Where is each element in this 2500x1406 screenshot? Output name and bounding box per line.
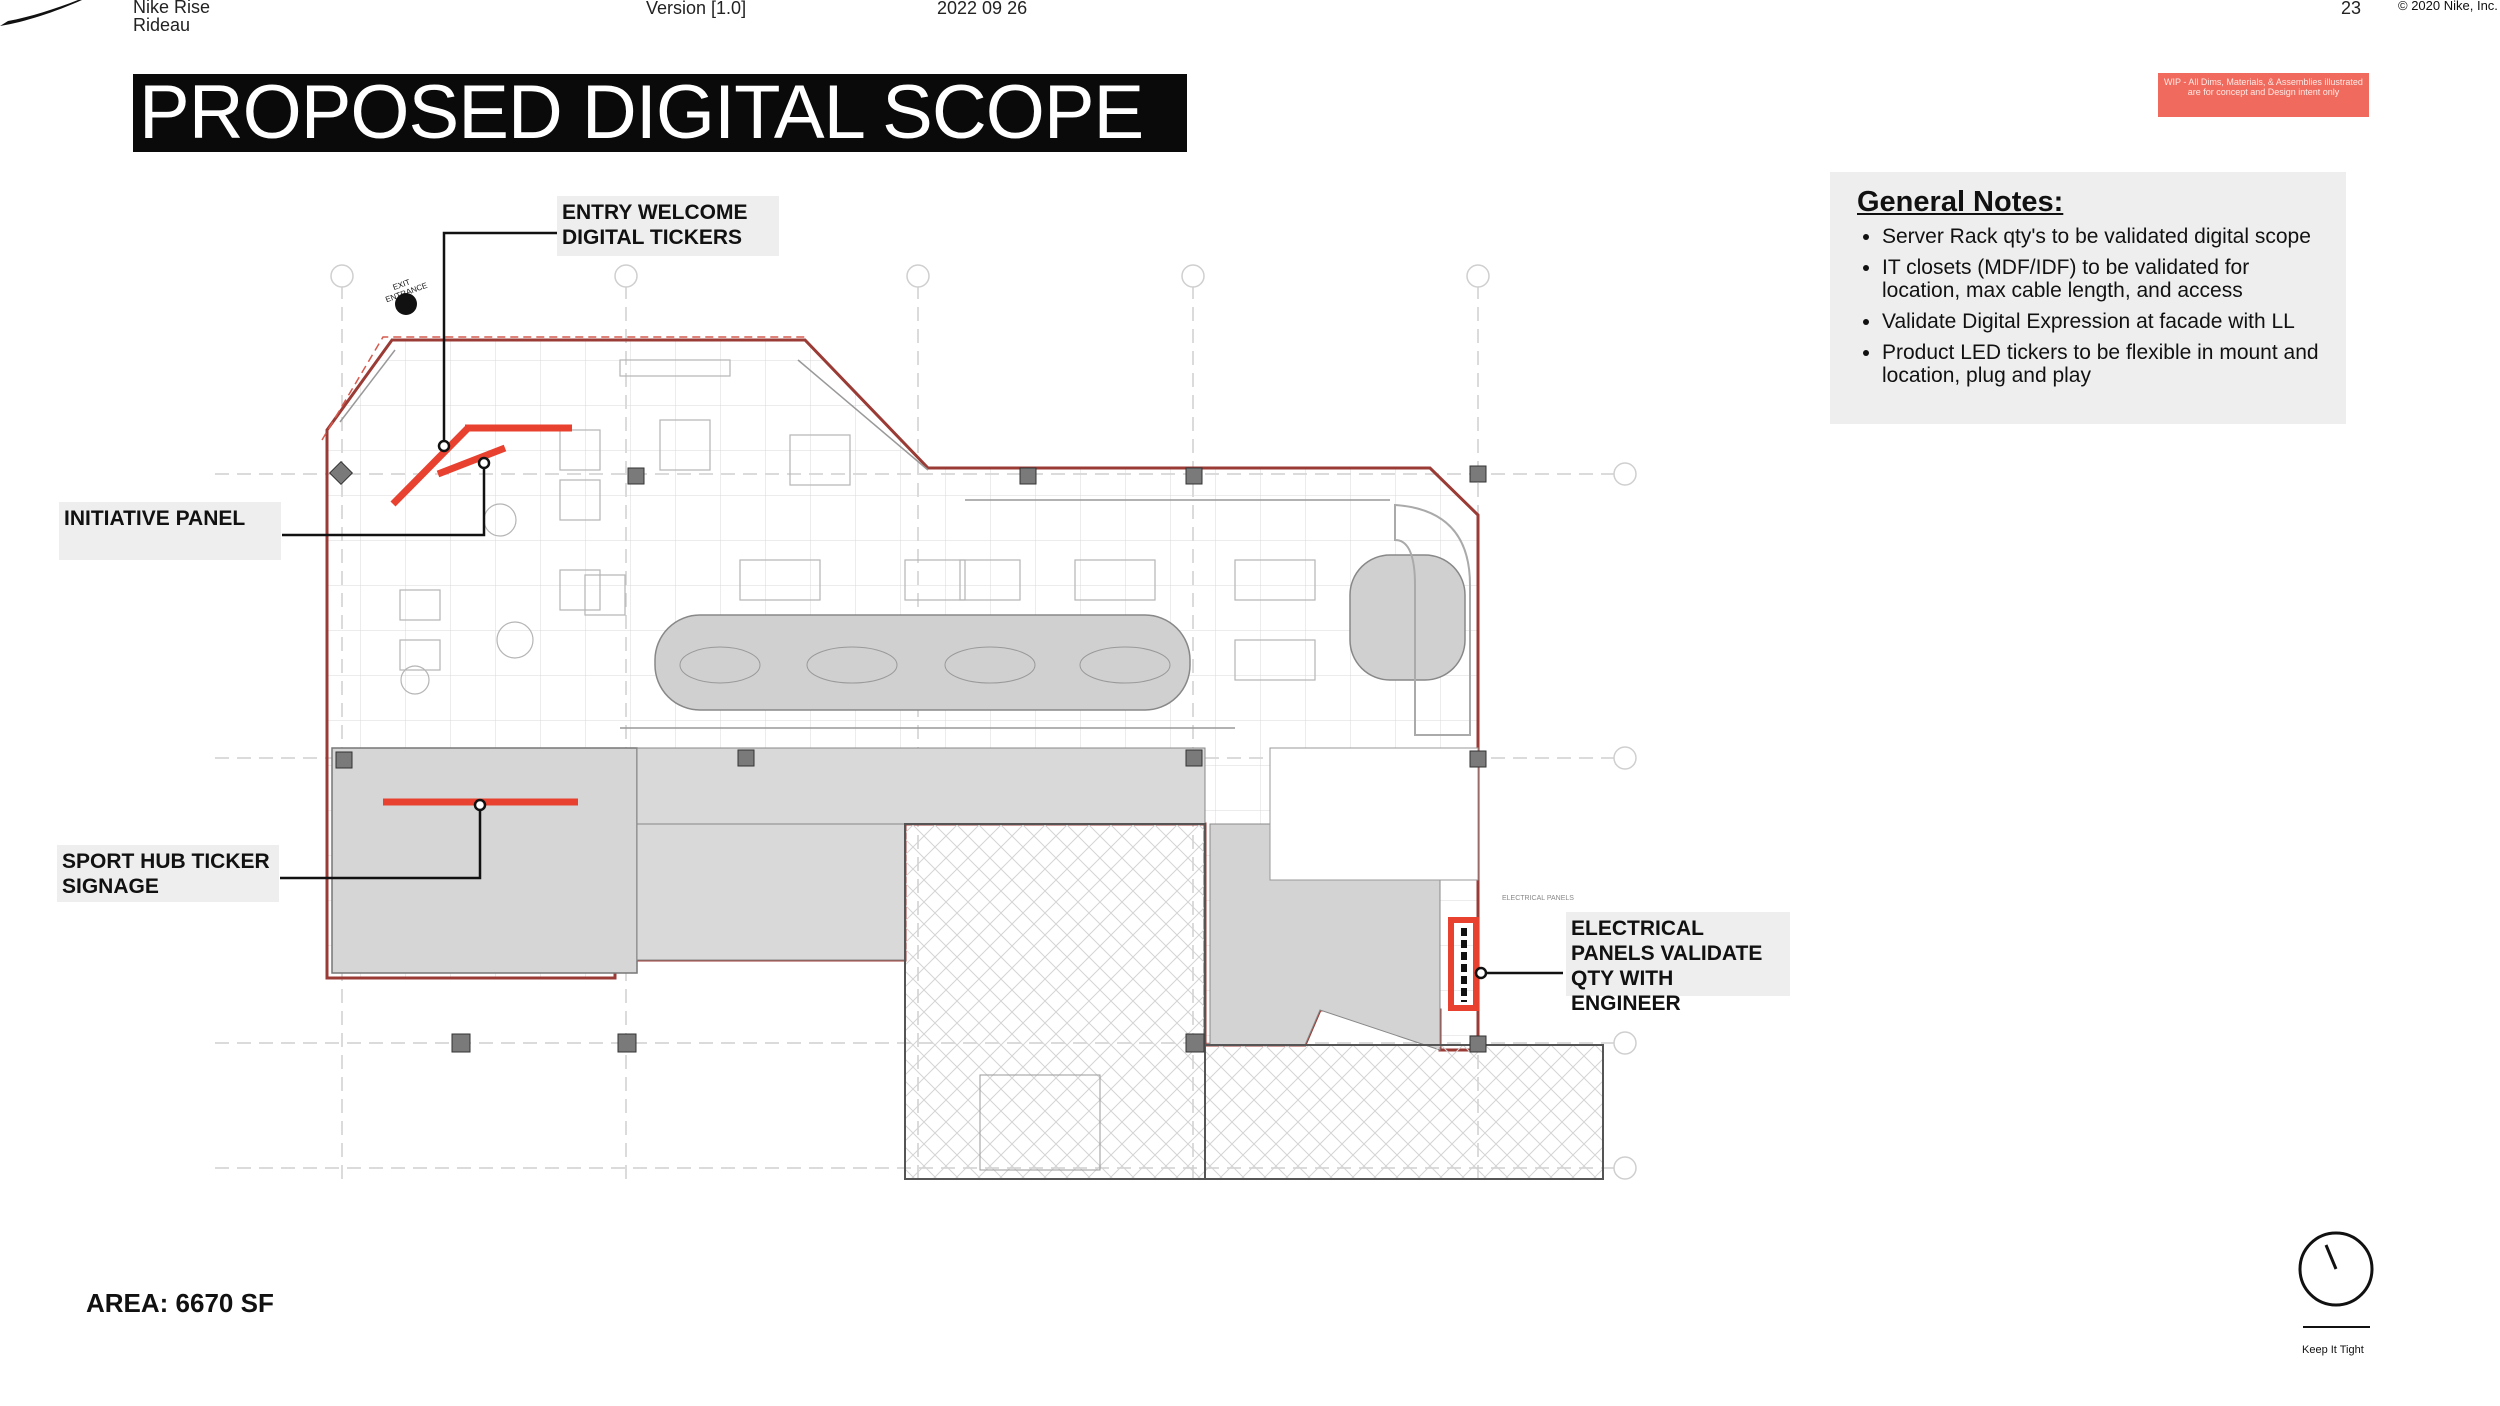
- general-notes-heading: General Notes:: [1857, 186, 2064, 218]
- callout-initiative-panel: INITIATIVE PANEL: [59, 502, 281, 560]
- exterior-hatched-area-2: [1204, 1044, 1604, 1180]
- date-label: 2022 09 26: [937, 0, 1028, 18]
- swoosh-logo-icon: [0, 0, 82, 26]
- electrical-panels-small-label: ELECTRICAL PANELS: [1502, 895, 1574, 902]
- exterior-hatched-area: [904, 823, 1206, 1180]
- general-note-item: IT closets (MDF/IDF) to be validated for…: [1882, 256, 2332, 302]
- structural-columns: [328, 460, 1487, 1053]
- page-number: 23: [2341, 0, 2362, 18]
- version-label: Version [1.0]: [646, 0, 747, 18]
- exit-entrance-icon: [395, 293, 417, 315]
- callout-leaders: [280, 231, 1563, 975]
- back-of-house-storage: [636, 823, 906, 961]
- feature-platform: [1349, 554, 1466, 681]
- north-arrow-icon: [2298, 1231, 2374, 1307]
- page-title: PROPOSED DIGITAL SCOPE: [133, 74, 1187, 152]
- copyright: © 2020 Nike, Inc.: [2398, 0, 2498, 13]
- callout-electrical-panels: ELECTRICAL PANELS VALIDATE QTY WITH ENGI…: [1566, 912, 1790, 1015]
- project-name-line1: Nike Rise: [133, 0, 211, 17]
- callout-entry-welcome: ENTRY WELCOME DIGITAL TICKERS: [557, 196, 779, 256]
- general-note-item: Server Rack qty's to be validated digita…: [1882, 225, 2332, 248]
- back-of-house-left: [331, 747, 638, 974]
- project-name: Nike Rise Rideau: [133, 0, 210, 34]
- general-note-item: Product LED tickers to be flexible in mo…: [1882, 341, 2332, 387]
- callout-sport-hub: SPORT HUB TICKER SIGNAGE: [57, 845, 279, 902]
- central-display-table: [654, 614, 1191, 711]
- building-outline: [321, 336, 808, 441]
- general-notes-panel: General Notes: Server Rack qty's to be v…: [1830, 172, 2346, 424]
- electrical-panels-marker: [1448, 917, 1479, 1011]
- area-label: AREA: 6670 SF: [86, 1288, 274, 1318]
- general-notes-list: Server Rack qty's to be validated digita…: [1844, 225, 2332, 387]
- restroom-area: [1269, 747, 1479, 881]
- footer-tagline: Keep It Tight: [2302, 1344, 2364, 1356]
- project-name-line2: Rideau: [133, 15, 191, 35]
- general-note-item: Validate Digital Expression at facade wi…: [1882, 310, 2332, 333]
- grid-bubbles: [330, 264, 1637, 1180]
- back-of-house-mid: [636, 747, 1206, 825]
- wip-disclaimer: WIP - All Dims, Materials, & Assemblies …: [2158, 73, 2369, 117]
